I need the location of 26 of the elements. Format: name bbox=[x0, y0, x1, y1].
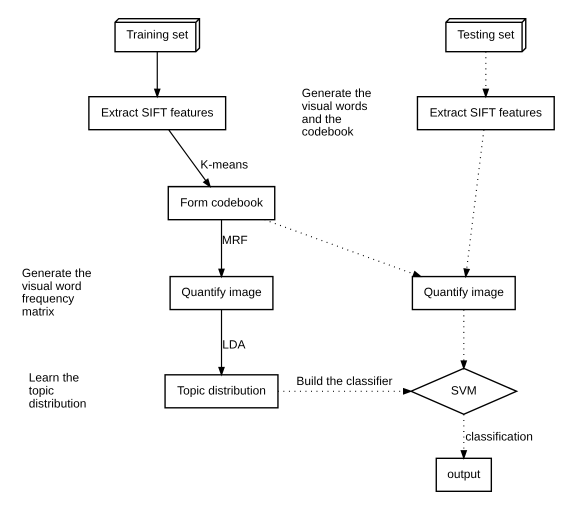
arrow bbox=[154, 52, 161, 98]
edge-label: MRF bbox=[222, 232, 248, 247]
edge-label: classification bbox=[465, 429, 533, 444]
node-box: Form codebook bbox=[168, 186, 276, 220]
label: Learn the topic distribution bbox=[28, 370, 86, 410]
edge-label: Build the classifier bbox=[296, 374, 393, 388]
label: Generate the visual words and the codebook bbox=[302, 86, 372, 139]
arrow bbox=[264, 219, 422, 278]
edge-label: LDA bbox=[222, 338, 246, 352]
node-box: Quantify image bbox=[169, 276, 274, 310]
node-box: Extract SIFT features bbox=[416, 96, 555, 130]
arrow bbox=[463, 130, 484, 278]
arrow bbox=[168, 130, 212, 188]
arrow bbox=[278, 388, 413, 395]
node-box: Topic distribution bbox=[164, 374, 279, 408]
arrow bbox=[460, 414, 468, 460]
node-diamond: SVM bbox=[409, 368, 518, 415]
arrow bbox=[218, 310, 225, 377]
node-box: Quantify image bbox=[412, 276, 516, 310]
arrow bbox=[218, 220, 225, 278]
edge-label: K-means bbox=[200, 158, 248, 172]
label: Generate the visual word frequency matrix bbox=[22, 266, 92, 318]
arrow bbox=[460, 310, 468, 370]
arrow bbox=[482, 52, 490, 98]
node-box: output bbox=[436, 458, 492, 492]
node-box: Extract SIFT features bbox=[88, 96, 226, 130]
